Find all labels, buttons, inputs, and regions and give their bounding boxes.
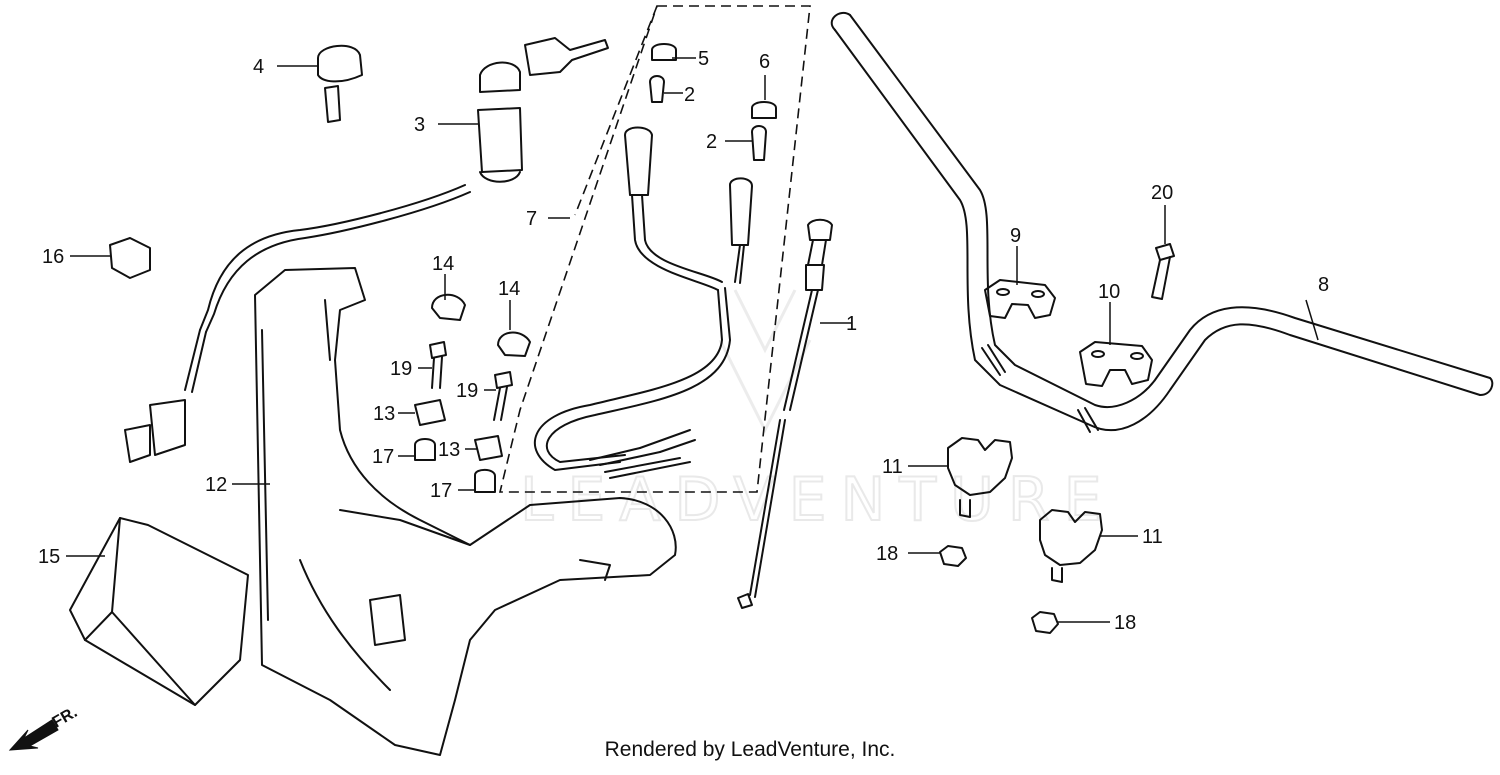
- render-credit: Rendered by LeadVenture, Inc.: [604, 738, 896, 761]
- cable-part: [737, 218, 833, 609]
- cap-14a: [431, 293, 466, 321]
- grommet-17a: [414, 438, 436, 461]
- nut-13b: [474, 435, 503, 461]
- handlebar-holder-11a: [947, 437, 1013, 518]
- meter-case-part: [69, 517, 249, 706]
- group-outline-7-top: [574, 5, 658, 216]
- callout-7: 7: [526, 208, 537, 230]
- callout-6: 6: [759, 51, 770, 73]
- group-outline-7: [498, 5, 811, 493]
- callout-20: 20: [1151, 182, 1173, 204]
- callout-14a: 14: [432, 253, 454, 275]
- handlebar-holder-11b: [1039, 509, 1103, 583]
- callout-13b: 13: [438, 439, 460, 461]
- flange-nut-18b: [1031, 611, 1059, 634]
- handlebar-cover-part: [254, 267, 677, 756]
- callout-labels: 1 2 2 3 4 5 6 7 8 9 10 11 11 12 13 13 14…: [38, 48, 1329, 634]
- ignition-switch-part: [124, 37, 609, 463]
- callout-11b: 11: [1142, 526, 1163, 548]
- callout-4: 4: [253, 56, 264, 78]
- callout-16: 16: [42, 246, 64, 268]
- callout-3: 3: [414, 114, 425, 136]
- handlebar-part: [830, 11, 1494, 433]
- callout-11a: 11: [882, 456, 903, 478]
- grommet-17b: [474, 468, 496, 493]
- callout-19b: 19: [456, 380, 478, 402]
- bolt-19a: [429, 341, 447, 389]
- callout-14b: 14: [498, 278, 520, 300]
- nut-13a: [414, 399, 446, 426]
- callout-8: 8: [1318, 274, 1329, 296]
- handlebar-holder-lower-part: [1079, 341, 1153, 387]
- callout-2a: 2: [684, 84, 695, 106]
- callout-12: 12: [205, 474, 227, 496]
- indicator-harness-part: [534, 126, 753, 479]
- flange-nut-18a: [939, 545, 967, 567]
- ignition-key-part: [317, 44, 363, 123]
- bulb-2a: [649, 75, 665, 103]
- harness-clip-part: [109, 237, 151, 279]
- callout-18b: 18: [1114, 612, 1136, 634]
- flange-bolt-20: [1151, 243, 1175, 300]
- handlebar-holder-upper-part: [984, 279, 1056, 319]
- callout-18a: 18: [876, 543, 898, 565]
- callout-19a: 19: [390, 358, 412, 380]
- bulb-2b: [751, 125, 767, 161]
- callout-17a: 17: [372, 446, 394, 468]
- leader-lines: [66, 57, 1319, 623]
- callout-1: 1: [846, 313, 857, 335]
- callout-9: 9: [1010, 225, 1021, 247]
- watermark-text: LEADVENTURE: [520, 465, 1116, 535]
- callout-5: 5: [698, 48, 709, 70]
- callout-15: 15: [38, 546, 60, 568]
- callout-2b: 2: [706, 131, 717, 153]
- lamp-socket-6: [751, 101, 777, 119]
- callout-10: 10: [1098, 281, 1120, 303]
- callout-17b: 17: [430, 480, 452, 502]
- watermark-logo: [718, 289, 812, 434]
- callout-13a: 13: [373, 403, 395, 425]
- bolt-19b: [493, 371, 513, 421]
- cap-14b: [497, 331, 531, 357]
